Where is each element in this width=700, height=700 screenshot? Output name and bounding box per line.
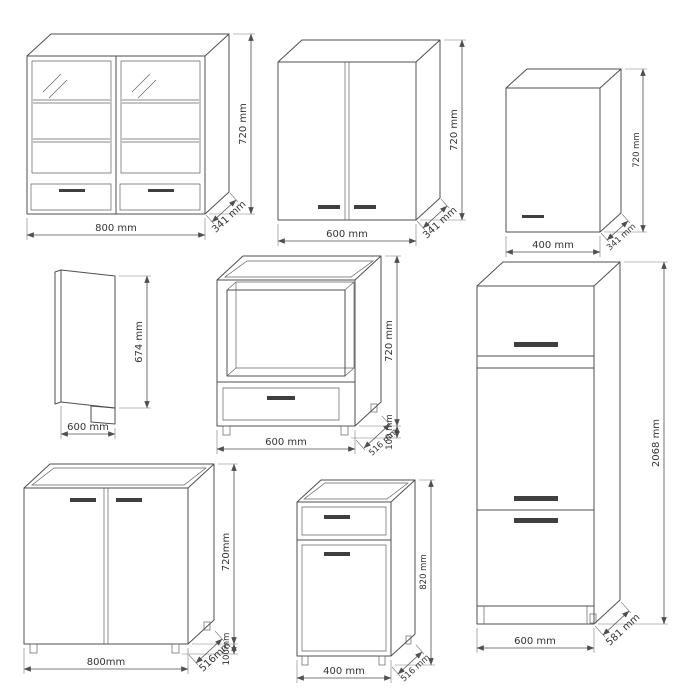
cabinet-body	[23, 463, 215, 654]
depth-extension-lines	[416, 198, 450, 231]
door-handle-right	[116, 498, 142, 502]
height-label: 720 mm	[449, 109, 460, 151]
adjustable-feet	[29, 621, 211, 654]
depth-label: 581 mm	[604, 612, 642, 648]
panel-body	[54, 269, 116, 425]
door-handle-left	[318, 205, 340, 209]
door-divide	[344, 62, 350, 220]
adjustable-feet	[301, 635, 412, 666]
depth-extension-lines	[600, 213, 631, 243]
plinth-label: 100mm	[222, 633, 232, 666]
drawer-handle	[324, 515, 350, 519]
drawer-handle	[267, 396, 295, 400]
height-label: 720 mm	[632, 132, 642, 168]
door-handle-right	[354, 205, 376, 209]
base-cabinet-800-drawing: 800mm 720mm 100mm 516mm	[23, 463, 238, 674]
carcass-outline	[505, 68, 622, 233]
drawer-base-cabinet-400-drawing: 400 mm 820 mm 516 mm	[296, 479, 435, 684]
height-label: 720 mm	[238, 103, 249, 145]
carcass-outline	[296, 479, 416, 657]
cabinet-body	[277, 39, 441, 221]
wall-glass-cabinet-800-drawing: 800 mm 720 mm 341 mm	[26, 33, 255, 240]
cabinet-body	[216, 255, 382, 436]
panel-face	[60, 269, 116, 409]
door-divide	[103, 488, 109, 644]
door-front	[301, 544, 387, 652]
dimensions: 400 mm 720 mm 341 mm	[505, 68, 647, 257]
oven-aperture	[226, 289, 346, 377]
plinth-panel	[483, 606, 588, 624]
width-label: 800 mm	[95, 223, 137, 234]
cabinet-body	[26, 33, 230, 215]
lower-door-handle	[514, 518, 558, 523]
carcass-outline	[23, 463, 215, 645]
wall-cabinet-600-drawing: 600 mm 720 mm 341 mm	[277, 39, 466, 246]
depth-label: 516 mm	[367, 427, 400, 458]
upper-door-handle	[514, 342, 558, 347]
drawer-front	[222, 387, 340, 421]
width-label: 600 mm	[265, 437, 307, 448]
middle-door-handle	[514, 496, 558, 501]
width-label: 400 mm	[532, 240, 574, 251]
flap-handle-left	[59, 189, 85, 192]
dimensions: 800 mm 720 mm 341 mm	[26, 33, 255, 240]
height-label: 674 mm	[134, 321, 145, 363]
bottom-flap-panels	[30, 183, 201, 211]
door-handle-left	[70, 498, 96, 502]
carcass-outline	[476, 261, 621, 625]
height-label: 720 mm	[384, 320, 395, 362]
end-panel-drawing: 674 mm 600 mm	[54, 269, 151, 439]
aperture-interior	[226, 281, 355, 377]
open-top-inner-rim	[302, 482, 410, 500]
width-label: 800mm	[87, 657, 126, 668]
cabinet-body	[296, 479, 416, 666]
depth-dimension-line	[422, 205, 448, 229]
panel-edge	[54, 269, 62, 405]
dimensions: 600 mm 720 mm 100 mm 516 mm	[216, 255, 401, 458]
width-label: 600 mm	[326, 229, 368, 240]
flap-handle-right	[148, 189, 174, 192]
depth-extension-lines	[188, 630, 225, 666]
height-label: 820 mm	[419, 554, 429, 590]
tall-cabinet-600-drawing: 2068 mm 600 mm 581 mm	[476, 261, 668, 653]
door-handle	[522, 215, 544, 218]
adjustable-feet	[222, 403, 378, 436]
depth-dimension-line	[397, 651, 423, 675]
dimensions: 800mm 720mm 100mm 516mm	[23, 463, 238, 674]
dimensions: 674 mm 600 mm	[60, 275, 151, 439]
width-label: 600 mm	[514, 636, 556, 647]
height-label: 2068 mm	[651, 419, 662, 467]
dimensions: 600 mm 720 mm 341 mm	[277, 39, 466, 246]
wall-cabinet-400-drawing: 400 mm 720 mm 341 mm	[505, 68, 647, 257]
shelf-lines	[33, 99, 199, 143]
open-top-inner-rim	[223, 260, 375, 278]
width-label: 400 mm	[323, 666, 365, 677]
depth-dimension-line	[363, 423, 391, 449]
panel-foot	[90, 405, 116, 425]
cabinet-body	[476, 261, 621, 625]
depth-dimension-line	[211, 199, 237, 223]
carcass-outline	[277, 39, 441, 221]
dimensions: 2068 mm 600 mm 581 mm	[476, 261, 668, 653]
depth-dimension-line	[195, 638, 223, 664]
dimensions: 400 mm 820 mm 516 mm	[296, 479, 435, 684]
glass-door-frames	[31, 60, 201, 174]
depth-dimension-line	[602, 610, 630, 636]
open-top-inner-rim	[30, 467, 208, 486]
oven-base-cabinet-600-drawing: 600 mm 720 mm 100 mm 516 mm	[216, 255, 401, 458]
width-label: 600 mm	[67, 422, 109, 433]
adjustable-foot	[589, 613, 597, 624]
depth-extension-lines	[205, 192, 239, 225]
depth-extension-lines	[391, 644, 425, 677]
carcass-outline	[216, 255, 382, 427]
cabinet-body	[505, 68, 622, 233]
drawer-front	[301, 506, 387, 536]
door-dividers	[476, 355, 595, 607]
depth-dimension-line	[606, 220, 629, 241]
glass-reflections	[42, 73, 157, 99]
door-handle	[324, 552, 350, 556]
height-label: 720mm	[221, 533, 232, 572]
